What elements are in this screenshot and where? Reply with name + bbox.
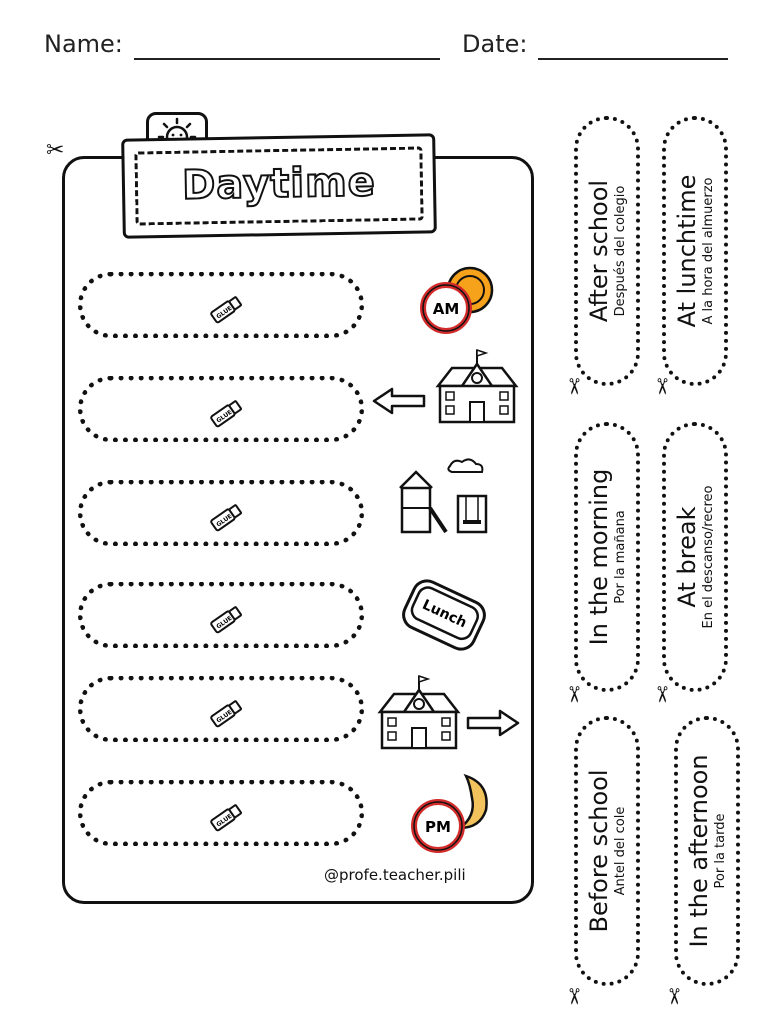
title-banner: Daytime — [121, 133, 437, 239]
glue-stick-icon: GLUE — [210, 400, 242, 428]
scissors-icon: ✂ — [648, 377, 674, 396]
strip-main-label: At break — [673, 506, 701, 608]
arrow-left-icon — [372, 387, 426, 415]
scissors-icon: ✂ — [46, 138, 65, 163]
strip-main-label: After school — [585, 179, 613, 323]
glue-stick-icon: GLUE — [210, 700, 242, 728]
scissors-icon: ✂ — [660, 987, 686, 1006]
glue-stick-icon: GLUE — [210, 606, 242, 634]
glue-stick-icon: GLUE — [210, 804, 242, 832]
strip-sub-label: A la hora del almuerzo — [701, 177, 716, 325]
strip-sub-label: Después del colegio — [613, 185, 628, 317]
scissors-icon: ✂ — [648, 685, 674, 704]
credit-handle: @profe.teacher.pili — [324, 866, 466, 884]
strip-main-label: In the afternoon — [685, 754, 713, 948]
glue-slot-1[interactable]: GLUE — [78, 272, 364, 338]
date-line[interactable] — [538, 58, 728, 60]
glue-slot-4[interactable]: GLUE — [78, 582, 364, 648]
scissors-icon: ✂ — [560, 377, 586, 396]
glue-stick-icon: GLUE — [210, 296, 242, 324]
glue-slot-3[interactable]: GLUE — [78, 480, 364, 546]
strip-sub-label: Antel del cole — [613, 806, 628, 896]
am-label: AM — [433, 300, 460, 318]
arrow-right-icon — [466, 709, 520, 737]
scissors-icon: ✂ — [560, 685, 586, 704]
glue-slot-5[interactable]: GLUE — [78, 676, 364, 742]
strip-sub-label: Por la tarde — [713, 813, 728, 889]
am-clock-icon: AM — [420, 266, 494, 334]
school-icon — [435, 348, 519, 424]
strip-sub-label: Por la mañana — [613, 510, 628, 604]
pm-clock-icon: PM — [411, 773, 488, 853]
strip-main-label: In the morning — [585, 468, 613, 646]
strip-main-label: At lunchtime — [673, 174, 701, 328]
strip-main-label: Before school — [585, 769, 613, 933]
name-label: Name: — [44, 30, 123, 58]
glue-stick-icon: GLUE — [210, 504, 242, 532]
glue-slot-6[interactable]: GLUE — [78, 780, 364, 846]
lunchbox-icon: Lunch — [402, 579, 486, 651]
name-line[interactable] — [134, 58, 440, 60]
scissors-icon: ✂ — [560, 987, 586, 1006]
page-title: Daytime — [181, 158, 377, 209]
strip-sub-label: En el descanso/recreo — [701, 485, 716, 629]
school-icon — [377, 674, 461, 750]
glue-slot-2[interactable]: GLUE — [78, 376, 364, 442]
pm-label: PM — [425, 818, 451, 836]
playground-icon — [399, 458, 488, 534]
date-label: Date: — [462, 30, 528, 58]
